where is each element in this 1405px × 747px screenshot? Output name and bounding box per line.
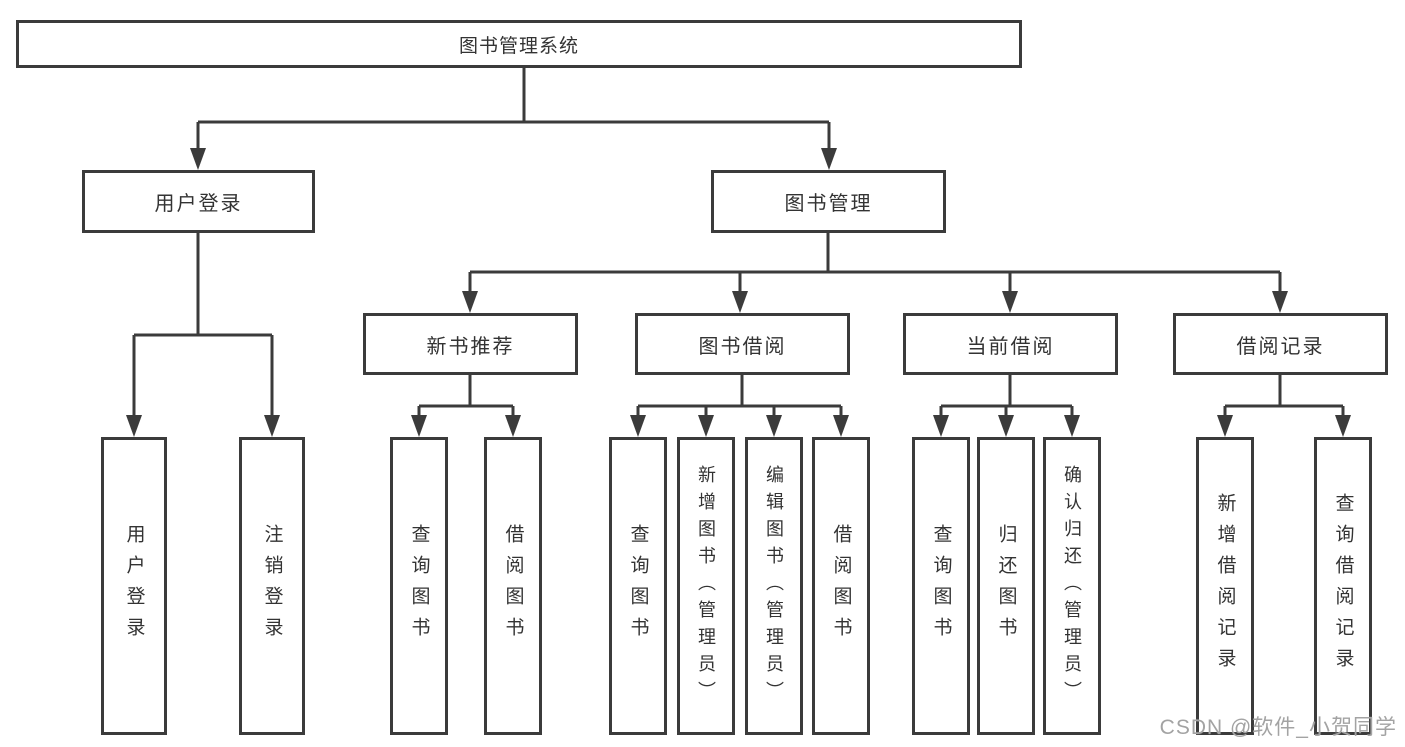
leaf-query-books-recommend: 查询图书	[390, 437, 448, 735]
leaf-logout-label: 注销登录	[261, 524, 283, 648]
leaf-add-books-admin: 新增图书（管理员）	[677, 437, 735, 735]
leaf-add-borrow-record-label: 新增借阅记录	[1214, 493, 1236, 679]
node-book-borrowing: 图书借阅	[635, 313, 850, 375]
leaf-user-login: 用户登录	[101, 437, 167, 735]
leaf-add-borrow-record: 新增借阅记录	[1196, 437, 1254, 735]
leaf-borrow-books-recommend: 借阅图书	[484, 437, 542, 735]
leaf-borrow-books-label: 借阅图书	[830, 524, 852, 648]
leaf-query-borrow-record: 查询借阅记录	[1314, 437, 1372, 735]
node-current-borrowing-label: 当前借阅	[966, 335, 1055, 358]
csdn-watermark: CSDN @软件_小贺同学	[1159, 716, 1397, 739]
node-new-book-recommendation-label: 新书推荐	[426, 335, 515, 358]
leaf-query-books-current: 查询图书	[912, 437, 970, 735]
leaf-borrow-books: 借阅图书	[812, 437, 870, 735]
leaf-logout: 注销登录	[239, 437, 305, 735]
leaf-confirm-return-admin-label: 确认归还（管理员）	[1062, 464, 1082, 708]
node-user-login: 用户登录	[82, 170, 315, 233]
leaf-edit-books-admin-label: 编辑图书（管理员）	[764, 464, 784, 708]
node-book-management-label: 图书管理	[784, 193, 873, 215]
leaf-edit-books-admin: 编辑图书（管理员）	[745, 437, 803, 735]
leaf-query-books-recommend-label: 查询图书	[408, 524, 430, 648]
leaf-add-books-admin-label: 新增图书（管理员）	[696, 464, 716, 708]
node-book-borrowing-label: 图书借阅	[698, 335, 787, 358]
node-current-borrowing: 当前借阅	[903, 313, 1118, 375]
leaf-confirm-return-admin: 确认归还（管理员）	[1043, 437, 1101, 735]
leaf-return-books: 归还图书	[977, 437, 1035, 735]
node-library-system-label: 图书管理系统	[458, 35, 579, 57]
node-borrowing-records: 借阅记录	[1173, 313, 1388, 375]
leaf-borrow-books-recommend-label: 借阅图书	[502, 524, 524, 648]
node-library-system: 图书管理系统	[16, 20, 1022, 68]
leaf-query-borrow-record-label: 查询借阅记录	[1332, 493, 1354, 679]
leaf-user-login-label: 用户登录	[123, 524, 145, 648]
leaf-query-books-borrow: 查询图书	[609, 437, 667, 735]
node-borrowing-records-label: 借阅记录	[1236, 335, 1325, 358]
node-new-book-recommendation: 新书推荐	[363, 313, 578, 375]
leaf-query-books-current-label: 查询图书	[930, 524, 952, 648]
node-book-management: 图书管理	[711, 170, 946, 233]
leaf-return-books-label: 归还图书	[995, 524, 1017, 648]
leaf-query-books-borrow-label: 查询图书	[627, 524, 649, 648]
node-user-login-label: 用户登录	[154, 193, 243, 215]
